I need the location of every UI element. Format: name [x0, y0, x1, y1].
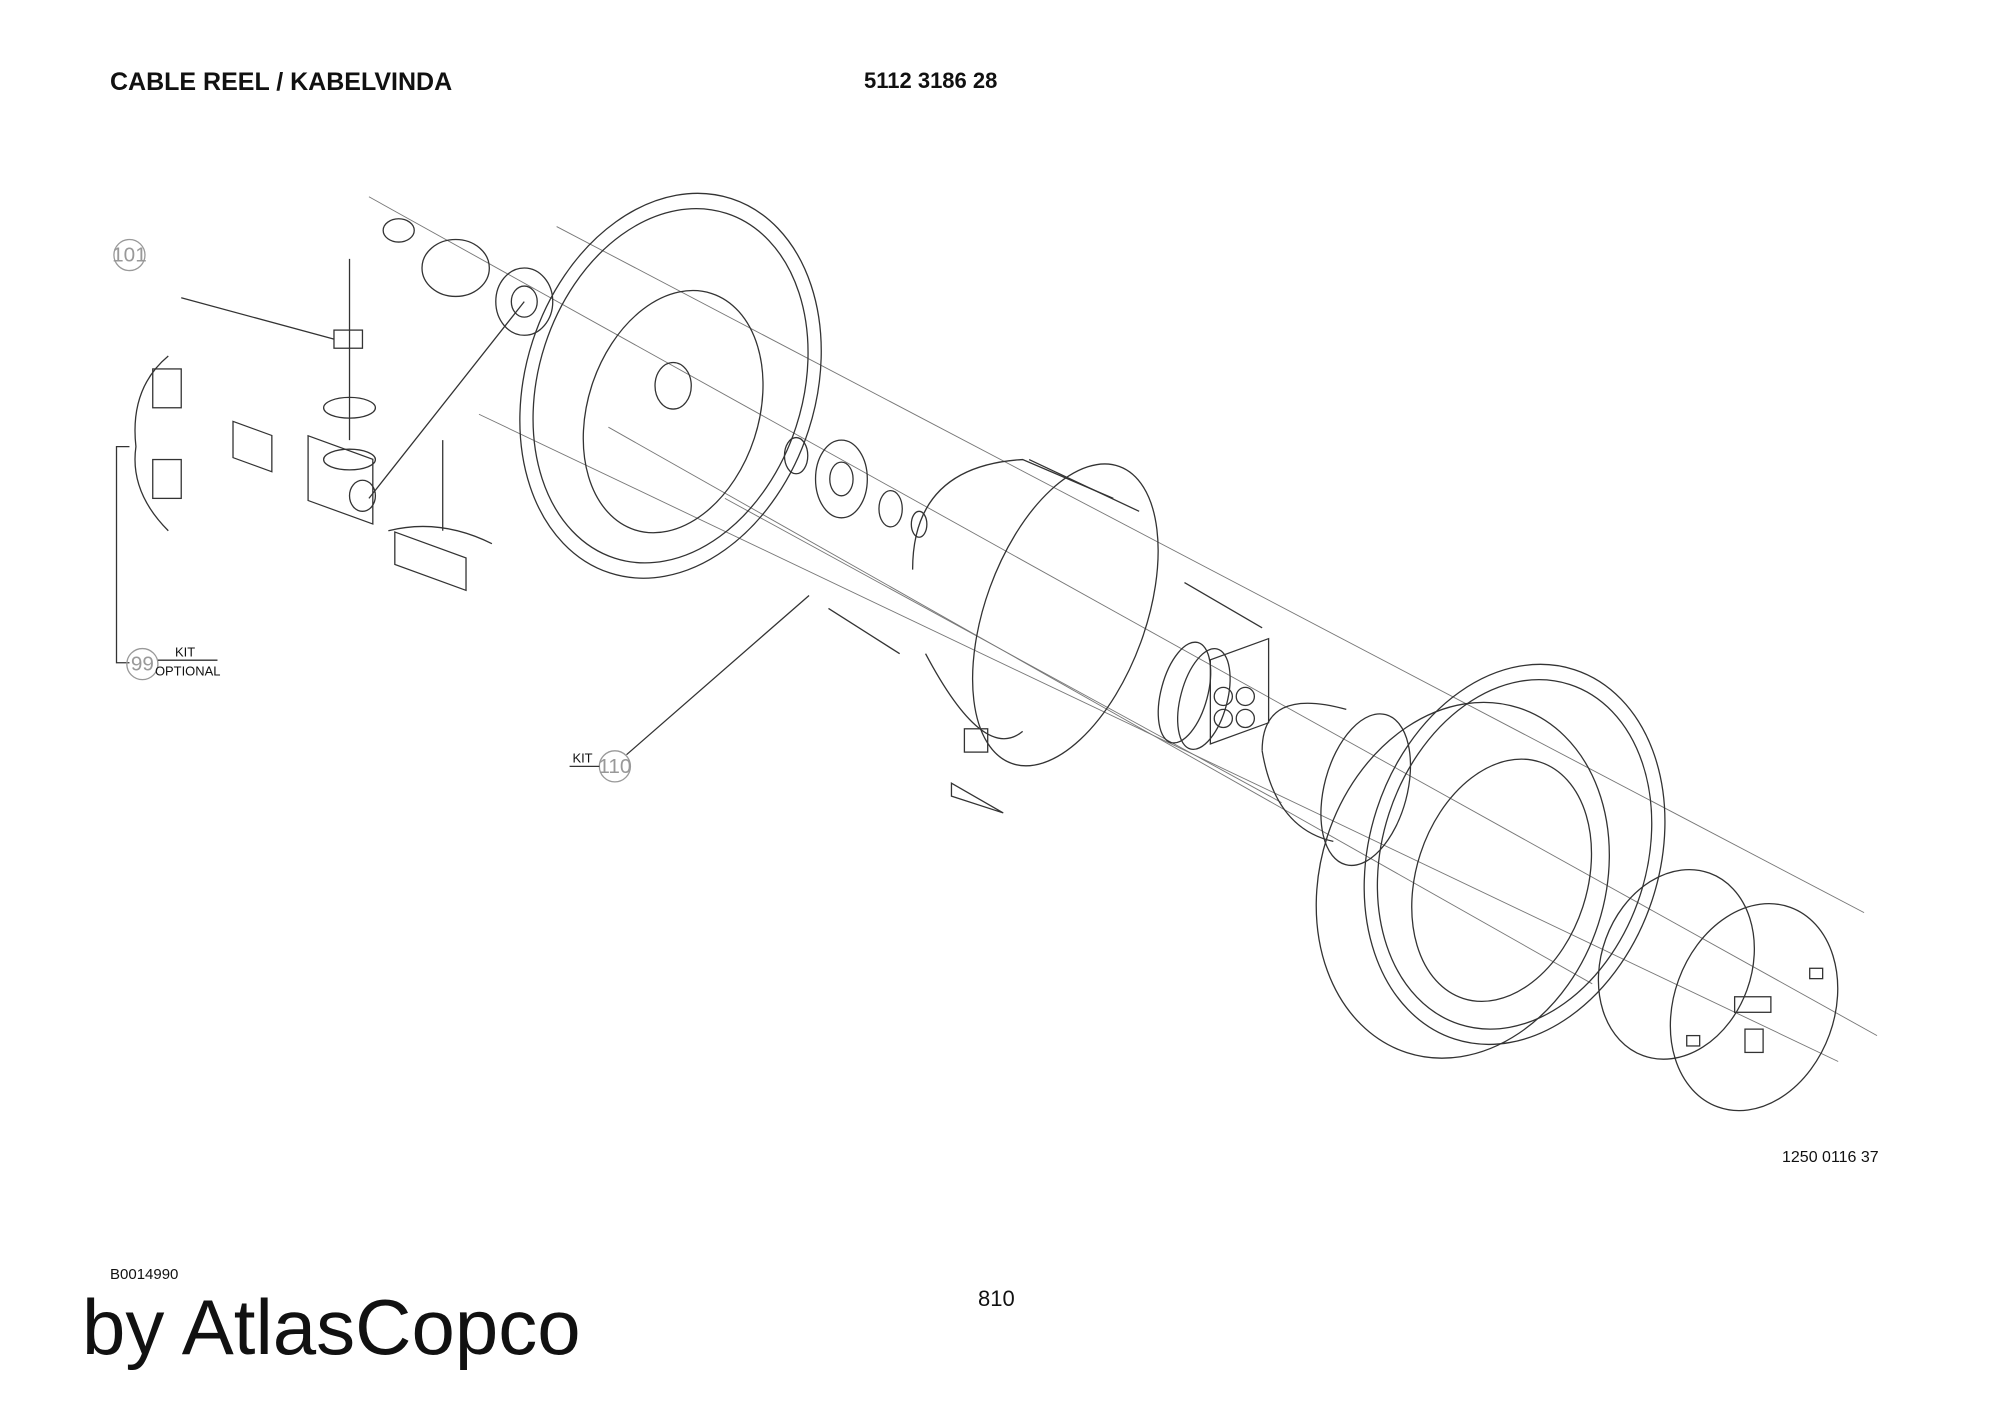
callout-101: 101 — [112, 238, 147, 272]
hub-bearings — [783, 436, 928, 538]
callout-label: OPTIONAL — [155, 664, 220, 679]
callout-number: 101 — [112, 243, 147, 266]
callout-label: KIT — [175, 644, 195, 659]
right-reel-flange — [1315, 663, 1666, 1059]
part-number: 5112 3186 28 — [864, 68, 998, 93]
end-cover-disc — [1597, 868, 1839, 1112]
assembly-axis-lines — [368, 196, 1878, 1062]
gearbox-assembly — [115, 218, 554, 664]
callout-number: 99 — [131, 653, 154, 676]
callout-number: 110 — [598, 755, 631, 778]
callout-110: 110 KIT — [569, 594, 810, 783]
slip-ring-unit — [828, 581, 1270, 751]
brand-watermark: by AtlasCopco — [82, 1283, 581, 1371]
drawing-number: 1250 0116 37 — [1782, 1149, 1879, 1166]
cable-gland — [950, 728, 1004, 814]
page-title: CABLE REEL / KABELVINDA — [110, 68, 453, 96]
reel-drum — [911, 458, 1159, 767]
callout-99: 99 KIT OPTIONAL — [126, 644, 220, 681]
inner-cylinder — [1261, 702, 1412, 867]
callout-label: KIT — [572, 750, 592, 765]
document-id: B0014990 — [110, 1266, 179, 1283]
page-number: 810 — [978, 1286, 1015, 1311]
left-reel-flange — [519, 192, 822, 579]
